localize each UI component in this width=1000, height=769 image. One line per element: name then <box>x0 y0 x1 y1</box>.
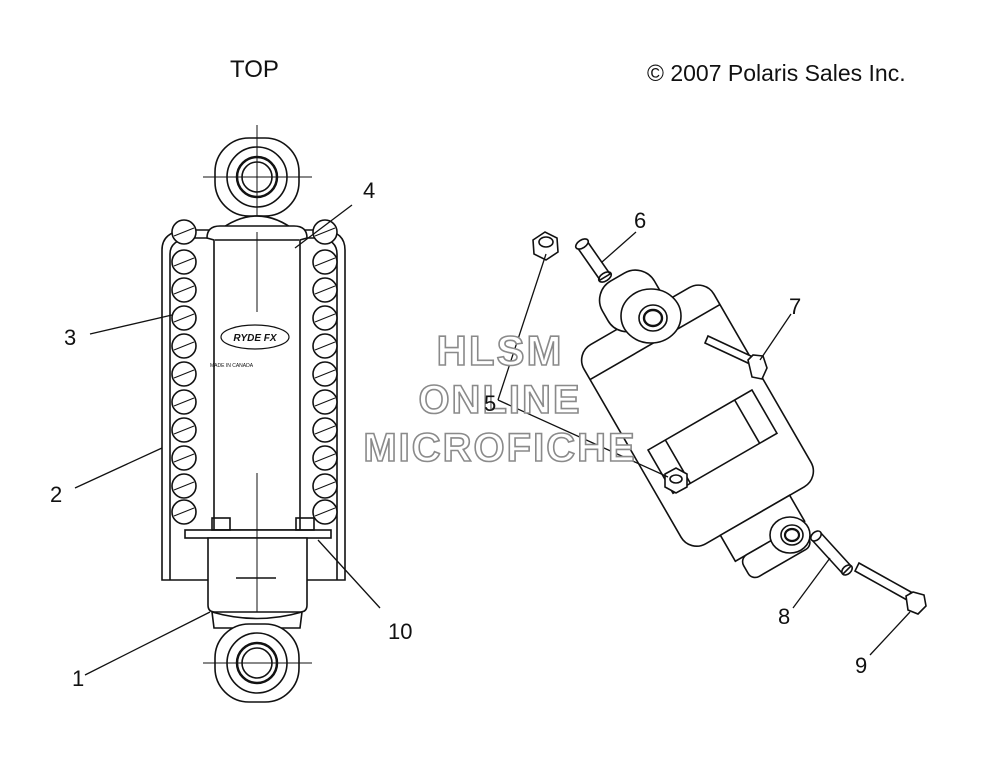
coil-left-1-hatch <box>173 257 195 267</box>
coil-left-5-hatch <box>173 369 195 379</box>
exploded-top-eye <box>620 288 682 344</box>
callout-6: 6 <box>634 208 647 233</box>
coil-right-2-hatch <box>314 285 336 295</box>
coil-right-1-hatch <box>314 257 336 267</box>
coil-right-10-hatch <box>314 507 336 517</box>
callout-2: 2 <box>50 482 63 507</box>
coil-right-0-hatch <box>314 227 336 237</box>
coil-left-7-hatch <box>173 425 195 435</box>
flange-nut-top <box>532 231 559 261</box>
coil-left-10-hatch <box>173 507 195 517</box>
coil-left-2-hatch <box>173 285 195 295</box>
watermark-line-3: MICROFICHE <box>363 426 637 470</box>
mounting-bolt-top <box>703 334 768 380</box>
callout-9: 9 <box>855 653 868 678</box>
exploded-bottom-eye <box>769 516 811 554</box>
leader-lines <box>74 204 911 676</box>
left-shock-assembly: RYDE FX MADE IN CANADA <box>161 125 346 703</box>
coil-left-6-hatch <box>173 397 195 407</box>
coil-left-4-hatch <box>173 341 195 351</box>
coil-right-3-hatch <box>314 313 336 323</box>
coil-right-5-hatch <box>314 369 336 379</box>
callout-3: 3 <box>64 325 77 350</box>
decal-brand: RYDE FX <box>233 333 277 344</box>
coil-right-4-hatch <box>314 341 336 351</box>
shock-body: RYDE FX MADE IN CANADA <box>206 225 308 531</box>
coil-right-7-hatch <box>314 425 336 435</box>
callout-8: 8 <box>778 604 791 629</box>
watermark-line-2: ONLINE <box>418 378 582 422</box>
copyright-text: © 2007 Polaris Sales Inc. <box>647 60 906 86</box>
coil-left-8-hatch <box>173 453 195 463</box>
callout-7: 7 <box>789 294 802 319</box>
decal-made-in: MADE IN CANADA <box>210 363 254 369</box>
callout-5: 5 <box>484 391 497 416</box>
coil-right-8-hatch <box>314 453 336 463</box>
coil-left-9-hatch <box>173 481 195 491</box>
watermark-line-1: HLSM <box>436 327 564 374</box>
flange-nut-bottom <box>664 467 688 494</box>
callout-4: 4 <box>363 178 376 203</box>
coil-left-0-hatch <box>173 227 195 237</box>
mounting-bolt-bottom <box>853 561 927 615</box>
coil-right-6-hatch <box>314 397 336 407</box>
top-mount-eye <box>203 125 312 232</box>
coil-left-3-hatch <box>173 313 195 323</box>
callout-10: 10 <box>388 619 413 644</box>
coil-right-9-hatch <box>314 481 336 491</box>
callout-1: 1 <box>72 666 85 691</box>
view-label-top: TOP <box>230 56 279 83</box>
coil-spring <box>171 219 338 525</box>
bushing-sleeve-bottom <box>809 530 854 576</box>
bushing-sleeve-top <box>574 238 613 283</box>
bottom-mount-eye <box>203 610 312 703</box>
right-shock-assembly <box>532 231 927 615</box>
